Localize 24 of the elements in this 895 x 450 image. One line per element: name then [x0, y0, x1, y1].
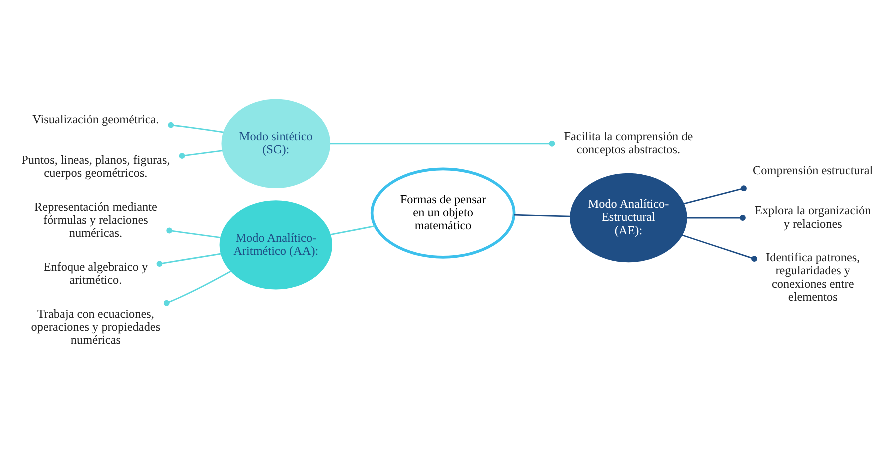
connector — [330, 140, 556, 146]
node-ellipse: Formas de pensar en un objeto matemático — [370, 167, 516, 258]
node-text: Comprensión estructural — [753, 162, 874, 177]
connector — [168, 122, 224, 133]
node-text: Puntos, lineas, planos, figuras, cuerpos geométricos. — [22, 152, 170, 180]
node-ellipse: Modo Analítico-Aritmético (AA): — [220, 200, 333, 290]
connector — [166, 227, 222, 238]
connector — [686, 214, 746, 220]
connector — [156, 252, 222, 266]
node-ellipse: Modo Analítico-Estructural (AE): — [570, 172, 688, 262]
node-text: Trabaja con ecuaciones, operaciones y propiedades numéricas — [31, 306, 161, 347]
connector — [330, 225, 376, 236]
connector — [514, 214, 570, 217]
node-text: Enfoque algebraico y aritmético. — [44, 259, 148, 287]
node-text: Identifica patrones, regularidades y conexiones entre elementos — [766, 250, 860, 304]
node-ellipse: Modo sintético (SG): — [222, 98, 331, 188]
connector — [179, 150, 223, 159]
node-text: Representación mediante fórmulas y relaciones numéricas. — [34, 199, 158, 240]
connector — [682, 234, 758, 262]
node-text: Facilita la comprensión de conceptos abstractos. — [564, 128, 694, 156]
connector — [684, 185, 747, 204]
connector — [164, 270, 232, 306]
node-text: Explora la organización y relaciones — [755, 203, 872, 230]
node-text: Visualización geométrica. — [32, 112, 160, 126]
